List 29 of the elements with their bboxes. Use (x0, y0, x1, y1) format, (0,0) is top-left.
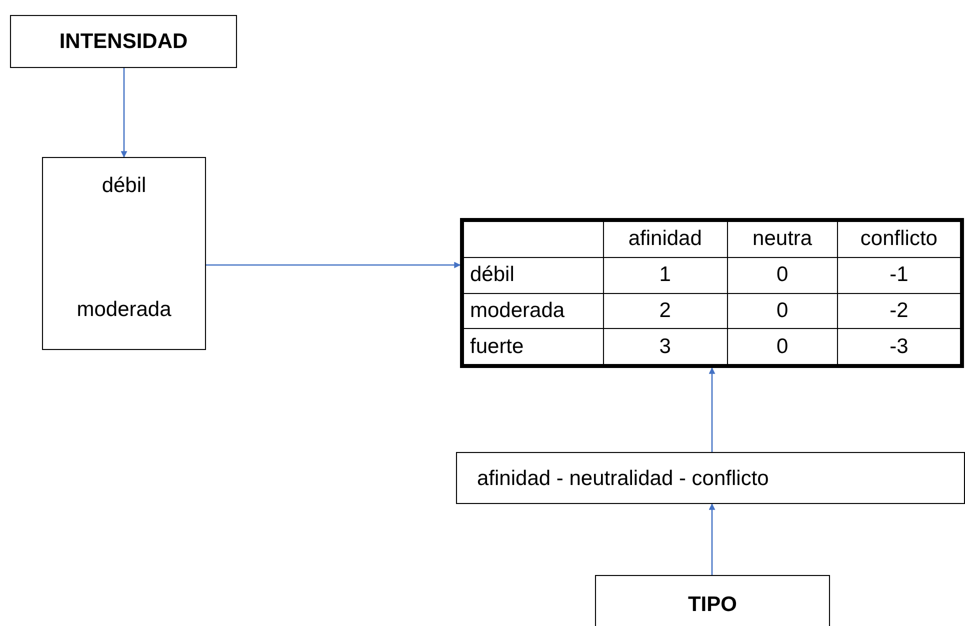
item-label: moderada (76, 298, 172, 322)
data-table (460, 218, 964, 368)
text-box (456, 452, 965, 504)
table-cell: 1 (603, 257, 728, 293)
table-cell: -1 (837, 257, 960, 293)
text-box (42, 157, 206, 350)
table-cell: 0 (727, 293, 838, 329)
heading-box (595, 575, 830, 626)
table-cell: 0 (727, 328, 838, 364)
heading-label: INTENSIDAD (58, 30, 189, 54)
column-header: neutra (727, 222, 838, 258)
table-cell: 2 (603, 293, 728, 329)
arrow (206, 262, 461, 268)
item-label: débil (100, 174, 148, 198)
column-header: conflicto (837, 222, 960, 258)
heading-box (10, 15, 237, 68)
arrow (708, 367, 716, 452)
item-label: afinidad - neutralidad - conflicto (477, 467, 769, 491)
arrow (120, 68, 128, 158)
table-cell: -2 (837, 293, 960, 329)
arrow (708, 503, 716, 575)
column-header: afinidad (603, 222, 728, 258)
row-header: débil (464, 257, 604, 293)
table-cell: -3 (837, 328, 960, 364)
table-cell: 0 (727, 257, 838, 293)
table-cell: 3 (603, 328, 728, 364)
row-header: moderada (464, 293, 604, 329)
heading-label: TIPO (686, 593, 738, 617)
row-header: fuerte (464, 328, 604, 364)
